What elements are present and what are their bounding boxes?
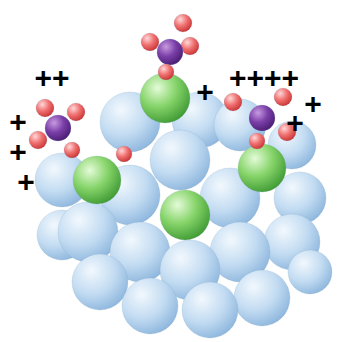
oxygen-atom <box>224 93 242 111</box>
surface-atom <box>182 282 238 338</box>
surface-atom <box>122 278 178 334</box>
oxygen-atom <box>181 37 199 55</box>
charge-sign: ++++ <box>229 63 299 93</box>
charge-sign: + <box>286 108 304 138</box>
surface-atom <box>58 202 118 262</box>
charge-sign: + <box>196 77 214 107</box>
surface-atom <box>150 130 210 190</box>
oxygen-atom <box>36 99 54 117</box>
oxygen-atom <box>174 14 192 32</box>
surface-atom <box>288 250 332 294</box>
oxygen-atom <box>116 146 132 162</box>
surface-atom <box>72 254 128 310</box>
charge-sign: + <box>17 167 35 197</box>
central-atom <box>249 105 275 131</box>
oxygen-atom <box>29 131 47 149</box>
central-atom <box>157 39 183 65</box>
oxygen-atom <box>67 103 85 121</box>
charge-sign: + <box>9 137 27 167</box>
oxygen-atom <box>64 142 80 158</box>
oxygen-atom <box>249 133 265 149</box>
oxygen-atom <box>141 33 159 51</box>
charge-sign: + <box>9 107 27 137</box>
metal-site <box>238 144 286 192</box>
central-atom <box>45 115 71 141</box>
metal-site <box>73 156 121 204</box>
charge-sign: ++ <box>34 63 69 93</box>
metal-site <box>160 190 210 240</box>
surface-atom <box>234 270 290 326</box>
metal-site <box>140 73 190 123</box>
oxygen-atom <box>158 64 174 80</box>
charge-sign: + <box>304 89 322 119</box>
